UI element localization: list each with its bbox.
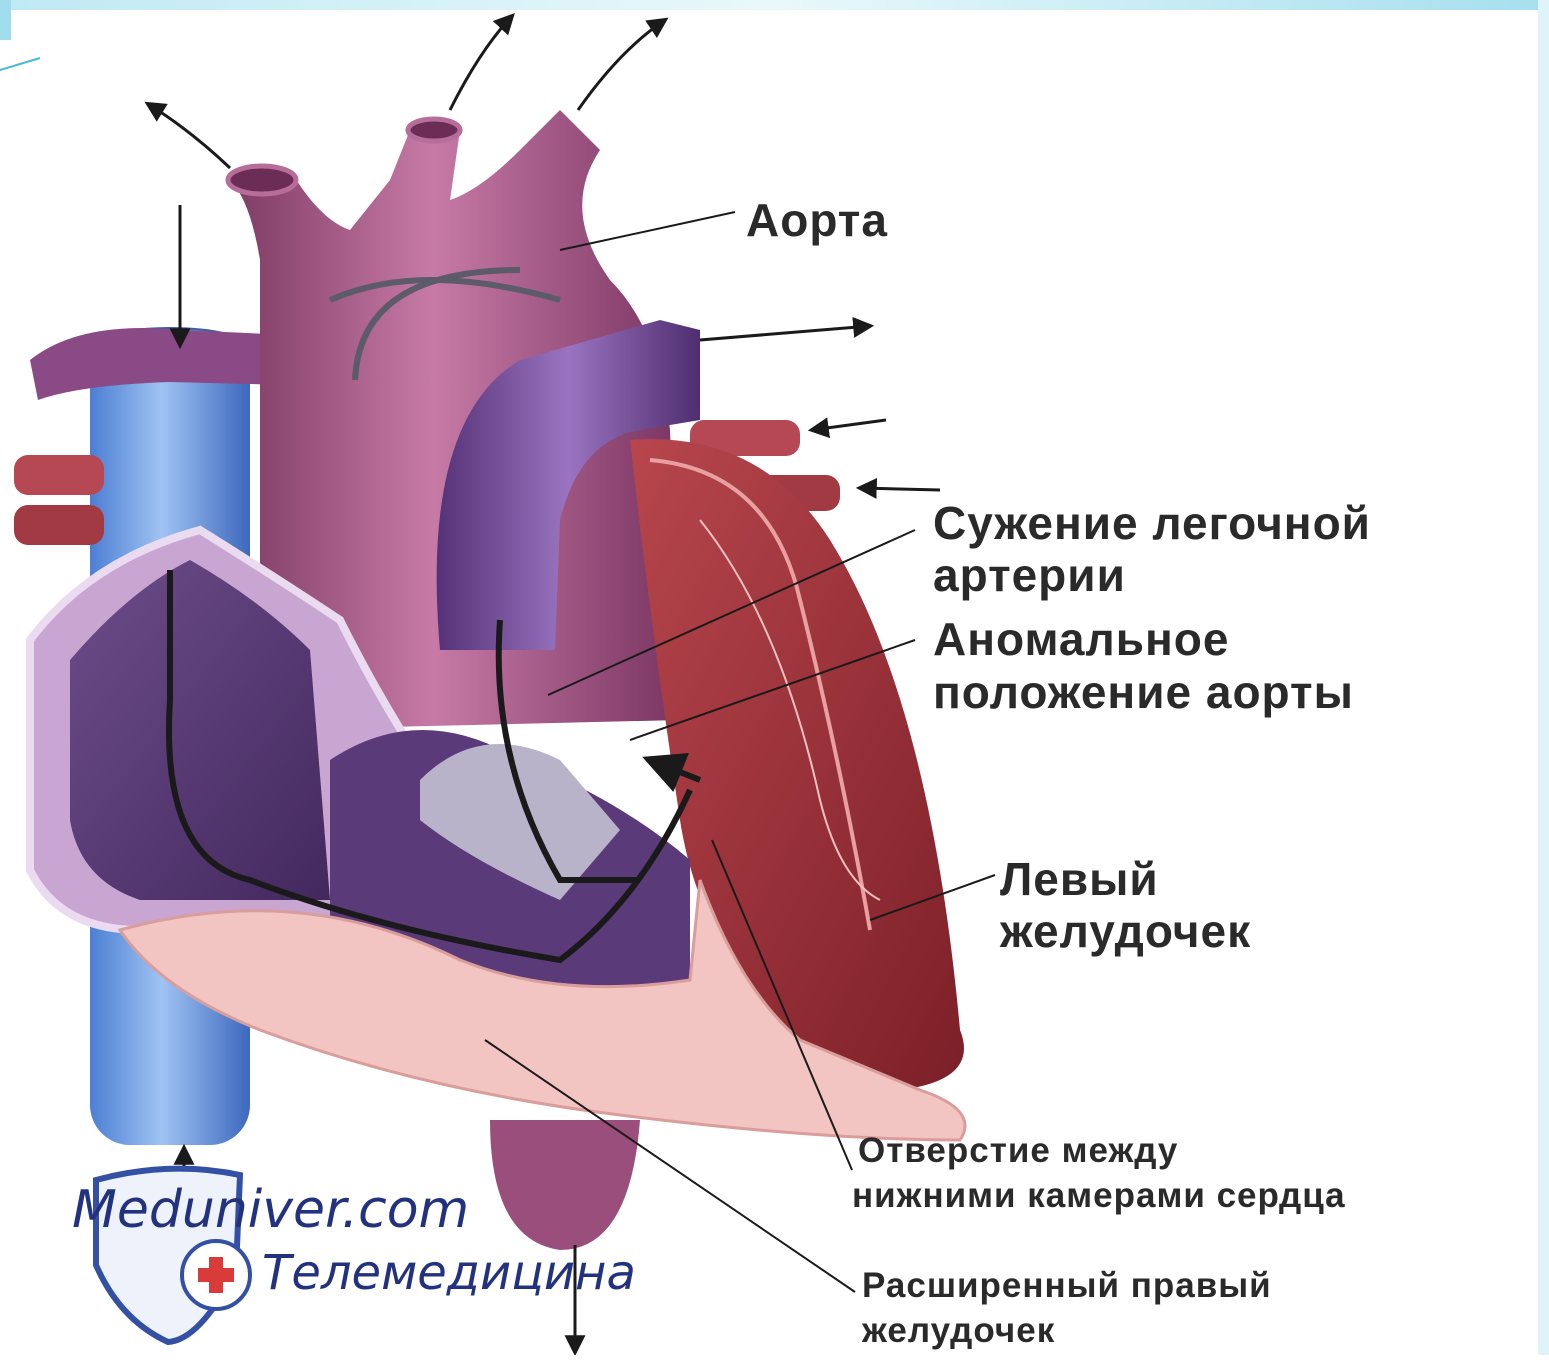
descending-aorta — [490, 1120, 640, 1250]
label-septal-defect-line1: Отверстие между — [858, 1130, 1178, 1171]
label-left-ventricle-line1: Левый — [1000, 852, 1159, 906]
label-left-ventricle-line2: желудочек — [1000, 904, 1251, 958]
label-septal-defect-line2: нижними камерами сердца — [852, 1175, 1346, 1216]
label-aorta: Аорта — [746, 193, 888, 247]
label-right-ventricle-line2: желудочек — [862, 1310, 1055, 1351]
label-pulmonary-stenosis-line2: артерии — [933, 548, 1126, 602]
leader-aorta — [560, 212, 735, 250]
watermark-subtitle: Телемедицина — [262, 1245, 636, 1301]
label-abnormal-aorta-line2: положение аорты — [933, 665, 1354, 719]
label-abnormal-aorta-line1: Аномальное — [933, 612, 1229, 666]
watermark-site: Meduniver.com — [72, 1180, 469, 1240]
label-pulmonary-stenosis-line1: Сужение легочной — [933, 496, 1371, 550]
label-right-ventricle-line1: Расширенный правый — [862, 1265, 1272, 1306]
